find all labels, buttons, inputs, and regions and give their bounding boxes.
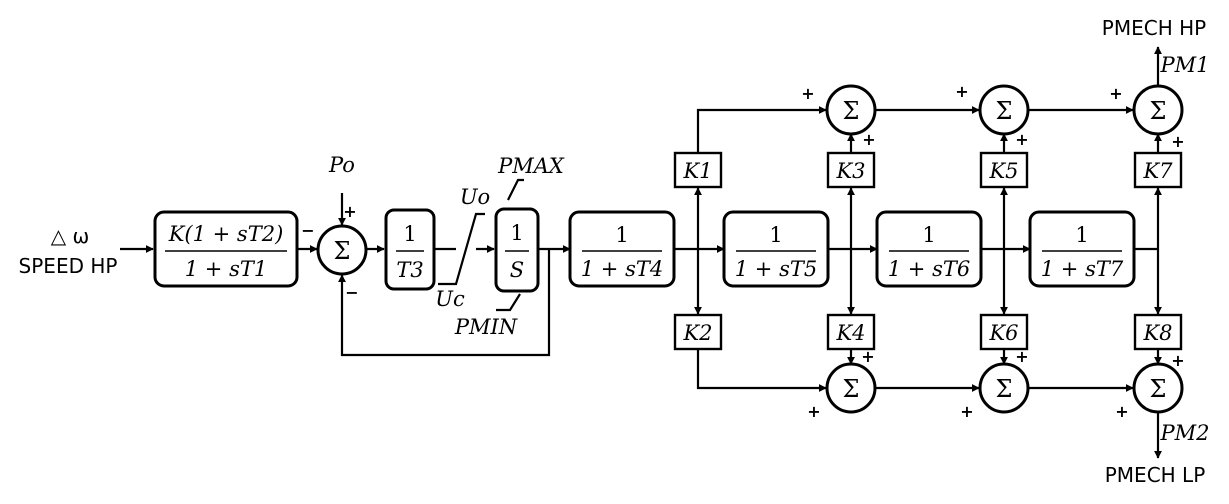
main-summing-junction: Σ — [316, 224, 368, 276]
uc-limit-label: Uc — [435, 287, 465, 311]
gain-block-k7: K7 — [1133, 151, 1183, 189]
rate-block-numerator: 1 — [403, 222, 416, 246]
plus-sign-10: + — [960, 402, 973, 421]
plus-sign-5: + — [1109, 84, 1122, 103]
lag-block-4: 1 1 + sT7 — [1028, 210, 1136, 288]
lag-block-1-numerator: 1 — [615, 223, 628, 247]
lag-block-4-denominator: 1 + sT7 — [1041, 257, 1124, 281]
pmin-limit-line — [496, 293, 521, 312]
gain-label-k8: K8 — [1142, 321, 1172, 345]
lp-sum-3-symbol: Σ — [1150, 375, 1167, 403]
lag-block-2-denominator: 1 + sT5 — [735, 257, 817, 281]
integrator-numerator: 1 — [510, 221, 523, 245]
gain-label-k3: K3 — [835, 159, 865, 183]
plus-sign-9: + — [1015, 347, 1028, 366]
plus-sign-2: + — [862, 130, 875, 149]
pm2-signal-label: PM2 — [1160, 421, 1210, 445]
uo-limit-label: Uo — [460, 185, 490, 209]
plus-signs: + + + + + + + + + + + + — [801, 82, 1184, 421]
lead-lag-numerator: K(1 + sT2) — [168, 222, 284, 246]
plus-sign-12: + — [1115, 402, 1128, 421]
pmin-label: PMIN — [454, 315, 518, 339]
gain-label-k4: K4 — [835, 321, 865, 345]
hp-sum-2: Σ — [978, 84, 1030, 136]
hp-sum-1-symbol: Σ — [843, 97, 860, 125]
stage-summing-junctions: Σ Σ Σ Σ Σ Σ — [825, 84, 1184, 414]
lag-block-4-numerator: 1 — [1075, 223, 1088, 247]
lp-sum-2-symbol: Σ — [996, 375, 1013, 403]
pmech-hp-label: PMECH HP — [1102, 16, 1206, 40]
rate-limiter-line — [438, 212, 485, 286]
lp-sum-3: Σ — [1132, 362, 1184, 414]
lag-block-1-denominator: 1 + sT4 — [581, 257, 663, 281]
plus-sign-4: + — [1015, 130, 1028, 149]
gain-label-k7: K7 — [1142, 159, 1173, 183]
pmax-limit-line — [507, 178, 524, 201]
pm1-signal-label: PM1 — [1160, 53, 1210, 77]
input-minus-sign: − — [301, 221, 314, 240]
gain-block-k4: K4 — [826, 313, 876, 351]
po-plus-sign: + — [343, 202, 356, 221]
plus-sign-11: + — [1171, 351, 1184, 370]
plus-sign-3: + — [955, 82, 968, 101]
lag-blocks: 1 1 + sT4 1 1 + sT5 1 1 + sT6 1 1 + sT7 — [568, 210, 1136, 288]
k1-to-sum-a-arrow — [696, 106, 827, 153]
lag-block-2-numerator: 1 — [769, 223, 782, 247]
hp-sum-1: Σ — [825, 84, 877, 136]
signal-lines — [120, 46, 1162, 459]
gain-label-k2: K2 — [682, 321, 712, 345]
feedback-minus-sign: − — [345, 283, 358, 302]
hp-sum-3-symbol: Σ — [1150, 97, 1167, 125]
hp-sum-2-symbol: Σ — [996, 97, 1013, 125]
lag-block-3-denominator: 1 + sT6 — [888, 257, 970, 281]
gain-block-k3: K3 — [826, 151, 876, 189]
lp-sum-1: Σ — [825, 362, 877, 414]
k2-to-sum-d-arrow — [696, 349, 827, 392]
lag-block-3: 1 1 + sT6 — [875, 210, 983, 288]
rate-block: 1 T3 — [384, 208, 436, 291]
plus-sign-7: + — [861, 347, 874, 366]
lp-sum-1-symbol: Σ — [843, 375, 860, 403]
hp-sum-3: Σ — [1132, 84, 1184, 136]
input-delta-omega-label: △ ω — [51, 224, 90, 248]
gain-block-k8: K8 — [1133, 313, 1183, 351]
pmax-label: PMAX — [497, 154, 565, 178]
feedback-loop — [338, 249, 551, 357]
rate-block-denominator: T3 — [396, 258, 423, 282]
plus-sign-8: + — [807, 402, 820, 421]
gain-label-k1: K1 — [682, 159, 712, 183]
pmech-lp-label: PMECH LP — [1105, 463, 1206, 487]
lag-block-3-numerator: 1 — [922, 223, 935, 247]
po-reference-label: Po — [328, 153, 355, 177]
lead-lag-denominator: 1 + sT1 — [185, 257, 267, 281]
integrator-block: 1 S — [494, 207, 540, 293]
lag-block-1: 1 1 + sT4 — [568, 210, 676, 288]
lag-block-2: 1 1 + sT5 — [722, 210, 830, 288]
gain-block-k6: K6 — [979, 313, 1029, 351]
input-speed-hp-label: SPEED HP — [19, 254, 118, 278]
gain-block-k1: K1 — [673, 151, 723, 189]
integrator-denominator: S — [510, 258, 524, 282]
gain-label-k6: K6 — [988, 321, 1018, 345]
lead-lag-block: K(1 + sT2) 1 + sT1 — [153, 210, 299, 288]
gain-block-k2: K2 — [673, 313, 723, 351]
gain-label-k5: K5 — [988, 159, 1018, 183]
gain-block-k5: K5 — [979, 151, 1029, 189]
lp-sum-2: Σ — [978, 362, 1030, 414]
plus-sign-6: + — [1171, 132, 1184, 151]
plus-sign-1: + — [801, 84, 814, 103]
main-sum-symbol: Σ — [334, 237, 351, 265]
